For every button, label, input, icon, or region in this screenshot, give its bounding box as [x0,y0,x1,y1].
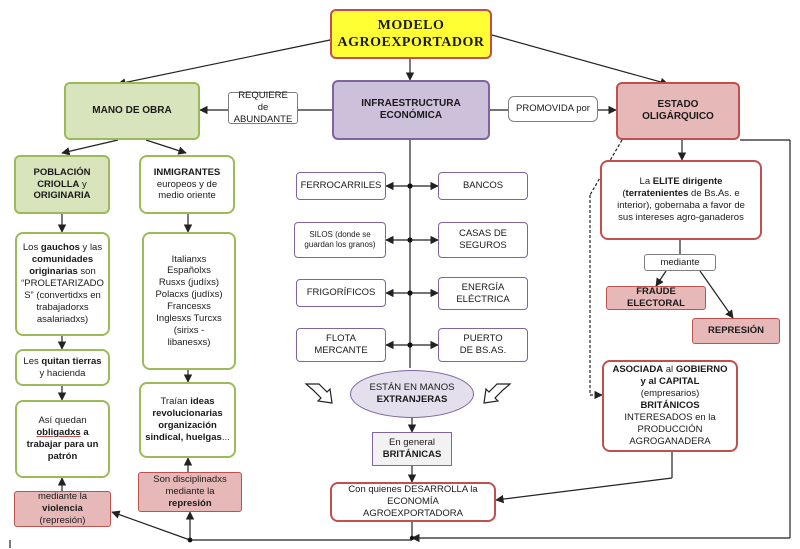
disciplina-node: Son disciplinadxs mediante la represión [138,472,242,512]
inmigrantes-node: INMIGRANTES europeos y de medio oriente [139,155,235,214]
infra-item-puerto: PUERTO DE BS.AS. [438,328,528,362]
gauchos-node: Los gauchos y las comunidades originaria… [15,232,110,336]
block-arrow-left [304,383,333,404]
link-mo-inmigrantes [145,139,187,155]
mediante-label: mediante [644,254,716,271]
represion-node: REPRESIÓN [692,318,780,344]
fraude-electoral-node: FRAUDE ELECTORAL [606,286,706,310]
infra-item-bancos: BANCOS [438,172,528,200]
diagram-title: MODELO AGROEXPORTADOR [330,9,492,59]
mano-de-obra-node: MANO DE OBRA [64,82,200,140]
infra-item-seguros: CASAS DE SEGUROS [438,222,528,258]
infra-item-frigorificos: FRIGORÍFICOS [296,279,386,307]
link-bus-violencia [111,510,191,541]
desarrolla-node: Con quienes DESARROLLA la ECONOMÍA AGROE… [330,482,496,522]
requiere-label: REQUIERE de ABUNDANTE [228,90,298,125]
quitan-tierras-node: Les quitan tierras y hacienda [15,349,110,386]
estado-oligarquico-node: ESTADO OLIGÁRQUICO [616,82,740,140]
origenes-node: Italianxs Españolxs Rusxs (judíxs) Polac… [142,232,236,370]
infra-item-energia: ENERGÍA ELÉCTRICA [438,277,528,310]
link-title-manodeobra [117,39,331,87]
infraestructura-node: INFRAESTRUCTURA ECONÓMICA [332,80,490,140]
violencia-node: mediante la violencia (represión) [14,491,111,527]
promovida-label: PROMOVIDA por [508,96,598,122]
link-title-estado [491,34,669,87]
quedan-obligadxs-node: Así quedan obligadxs a trabajar para un … [15,400,110,478]
poblacion-criolla-node: POBLACIÓN CRIOLLA y ORIGINARIA [14,155,110,214]
infra-item-flota: FLOTA MERCANTE [296,328,386,362]
elite-dirigente-node: La ELITE dirigente (terratenientes de Bs… [600,160,762,240]
link-mo-criolla [61,139,119,156]
link-mediante-fraude [655,270,667,287]
infra-item-silos: SILOS (donde se guardan los granos) [294,222,386,258]
ideas-node: Traían ideas revolucionarias organizació… [139,382,236,458]
infra-item-ferrocarriles: FERROCARRILES [296,172,386,200]
asociada-node: ASOCIADA al GOBIERNO y al CAPITAL (empre… [602,360,738,452]
block-arrow-right [483,383,512,404]
